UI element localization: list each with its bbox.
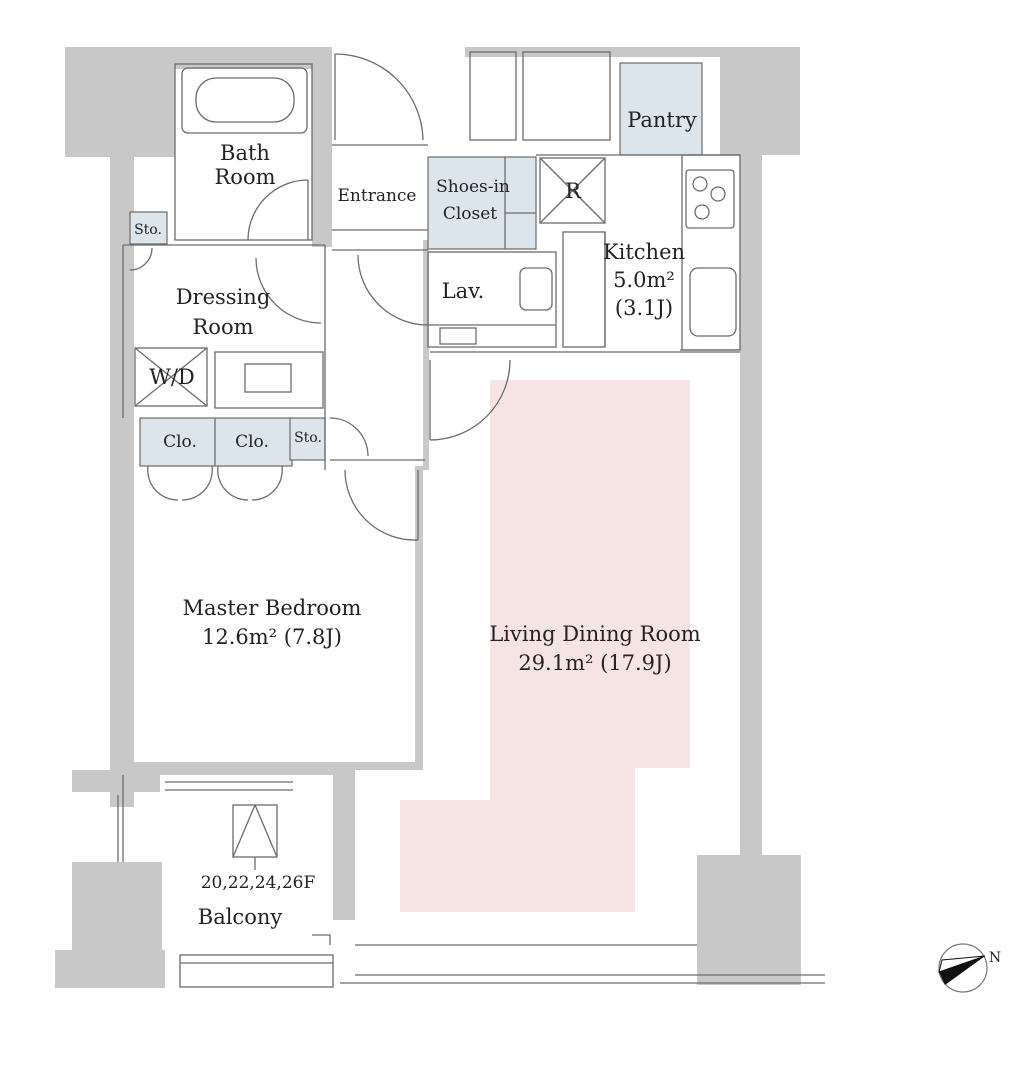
balcony-floors-label: 20,22,24,26F <box>201 873 316 893</box>
fridge-label: R <box>565 179 582 203</box>
bath-room-label-line2: Room <box>214 165 275 189</box>
dressing-room-label-line2: Room <box>192 315 253 339</box>
compass-arrow-tail-icon <box>938 955 986 973</box>
interior-lines <box>117 51 825 988</box>
lav-label: Lav. <box>442 279 485 303</box>
kitchen-area: 5.0m² <box>613 268 675 292</box>
entrance-label: Entrance <box>338 186 417 206</box>
closet-label-2: Clo. <box>235 432 269 452</box>
living-dining-area: 29.1m² (17.9J) <box>518 651 671 675</box>
storage-fills <box>129 62 703 467</box>
dressing-room-label-line1: Dressing <box>176 285 271 309</box>
bath-room-label-line1: Bath <box>220 141 270 165</box>
room-labels: Bath Room Entrance Shoes-in Closet R Pan… <box>134 108 701 929</box>
kitchen-label: Kitchen <box>603 240 685 264</box>
shoes-closet-label-line2: Closet <box>443 204 497 224</box>
living-highlight <box>400 380 690 912</box>
storage-label-2: Sto. <box>294 430 322 446</box>
living-dining-label: Living Dining Room <box>489 622 700 646</box>
balcony-label: Balcony <box>198 905 283 929</box>
walls <box>55 47 801 988</box>
closet-label-1: Clo. <box>163 432 197 452</box>
compass: N <box>938 943 1001 993</box>
shoes-closet-label-line1: Shoes-in <box>436 177 510 197</box>
washer-dryer-label: W/D <box>149 365 195 389</box>
kitchen-jo: (3.1J) <box>615 296 673 320</box>
pantry-label: Pantry <box>627 108 697 132</box>
master-bedroom-area: 12.6m² (7.8J) <box>202 625 342 649</box>
compass-north-label: N <box>989 950 1001 966</box>
master-bedroom-label: Master Bedroom <box>183 596 362 620</box>
storage-label-1: Sto. <box>134 222 162 238</box>
compass-arrow-icon <box>939 956 985 985</box>
